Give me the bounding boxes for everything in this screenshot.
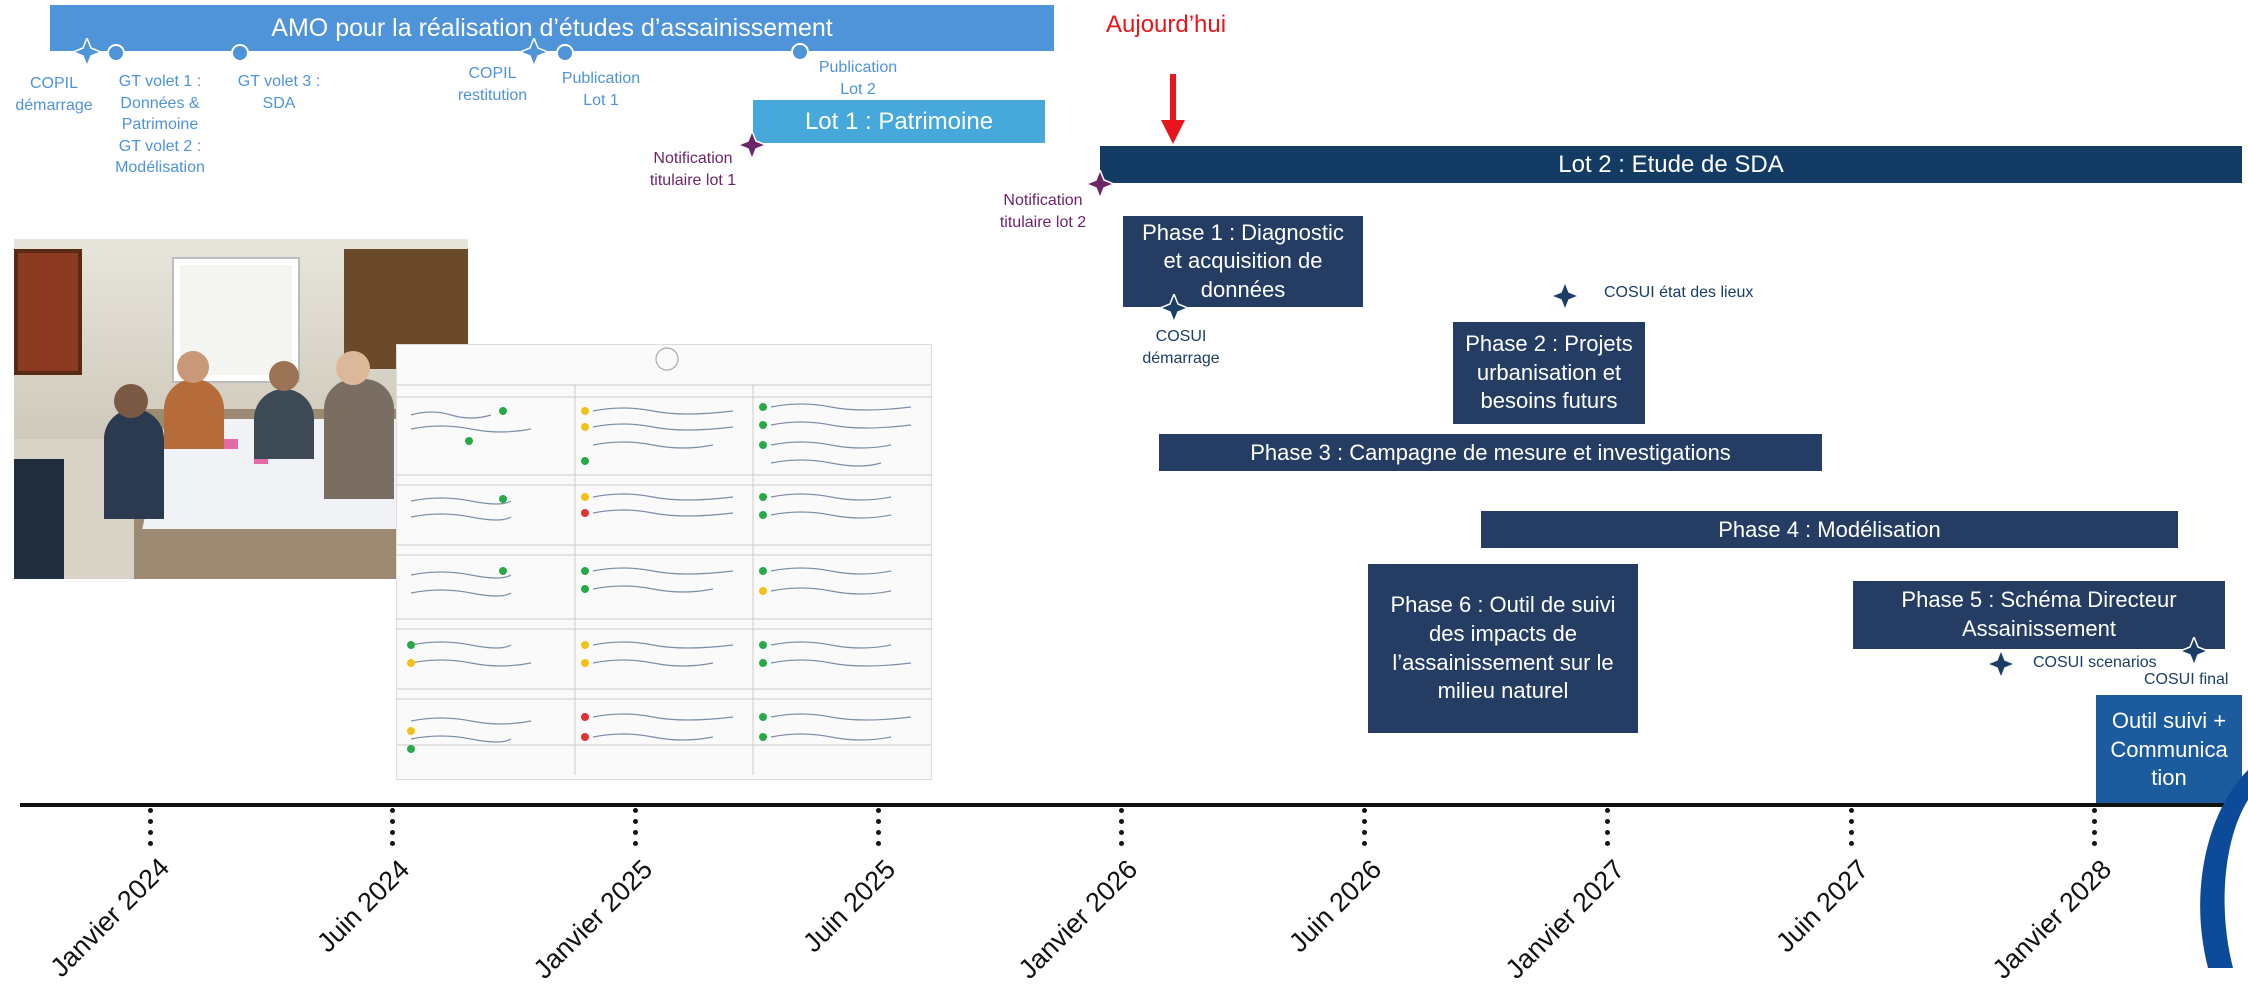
cosui-scenarios-star-icon (1987, 650, 2015, 678)
phase1-box: Phase 1 : Diagnostic et acquisition de d… (1123, 216, 1363, 307)
phase2-box: Phase 2 : Projets urbanisation et besoin… (1453, 322, 1645, 424)
cosui-demarrage-star-icon (1160, 294, 1188, 322)
cosui-etat-lieux-star-icon (1551, 282, 1579, 310)
phase5-label: Phase 5 : Schéma Directeur Assainissemen… (1901, 587, 2177, 641)
cosui-demarrage-label: COSUI démarrage (1142, 328, 1220, 367)
copil-demarrage-label: COPIL démarrage (15, 75, 93, 114)
tick-janvier-2028 (2092, 808, 2101, 846)
gt-volet1-circle-icon (107, 44, 125, 62)
month-label: Janvier 2028 (1986, 854, 2118, 985)
cosui-final-label: COSUI final (2144, 671, 2229, 688)
tick-janvier-2024 (148, 808, 157, 846)
cosui-etat-lieux-label: COSUI état des lieux (1604, 284, 1754, 301)
notification-lot2-label: Notification titulaire lot 2 (999, 192, 1087, 231)
phase4-box: Phase 4 : Modélisation (1481, 511, 2178, 548)
tick-juin-2024 (390, 808, 399, 846)
phase6-label: Phase 6 : Outil de suivi des impacts de … (1390, 592, 1616, 704)
month-label: Janvier 2025 (527, 854, 659, 985)
lot2-bar-label: Lot 2 : Etude de SDA (1558, 150, 1784, 178)
amo-bar: AMO pour la réalisation d’études d’assai… (50, 5, 1054, 51)
publication-lot1-label: Publication Lot 1 (561, 70, 641, 109)
phase2-label: Phase 2 : Projets urbanisation et besoin… (1465, 331, 1633, 414)
month-label: Juin 2025 (797, 854, 902, 959)
gt-volet3-label: GT volet 3 : SDA (237, 73, 321, 112)
outil-label: Outil suivi + Communica tion (2110, 708, 2228, 791)
tick-janvier-2025 (633, 808, 642, 846)
publication-lot2-circle-icon (791, 43, 809, 61)
month-label: Janvier 2026 (1012, 854, 1144, 985)
meeting-photo (14, 239, 468, 579)
phase1-label: Phase 1 : Diagnostic et acquisition de d… (1142, 219, 1344, 302)
outil-box: Outil suivi + Communica tion (2096, 695, 2242, 805)
publication-lot1-circle-icon (556, 44, 574, 62)
phase4-label: Phase 4 : Modélisation (1718, 516, 1941, 542)
lot2-bar: Lot 2 : Etude de SDA (1100, 146, 2242, 183)
cosui-final-star-icon (2180, 637, 2208, 665)
tick-janvier-2027 (1605, 808, 1614, 846)
today-arrow-icon (1161, 74, 1185, 144)
tick-janvier-2026 (1119, 808, 1128, 846)
month-label: Juin 2024 (311, 854, 416, 959)
month-label: Janvier 2024 (44, 852, 176, 983)
notification-lot1-label: Notification titulaire lot 1 (649, 150, 737, 189)
phase6-box: Phase 6 : Outil de suivi des impacts de … (1368, 564, 1638, 733)
today-label: Aujourd’hui (1106, 11, 1227, 38)
scanned-document (396, 344, 932, 780)
month-label: Juin 2026 (1283, 854, 1388, 959)
tick-juin-2026 (1362, 808, 1371, 846)
month-label: Janvier 2027 (1499, 854, 1631, 985)
copil-restitution-label: COPIL restitution (457, 65, 528, 104)
tick-juin-2025 (876, 808, 885, 846)
tick-juin-2027 (1849, 808, 1858, 846)
publication-lot2-label: Publication Lot 2 (818, 59, 898, 98)
phase3-box: Phase 3 : Campagne de mesure et investig… (1159, 434, 1822, 471)
phase3-label: Phase 3 : Campagne de mesure et investig… (1250, 439, 1731, 465)
notification-lot2-star-icon (1086, 170, 1114, 198)
lot1-bar-label: Lot 1 : Patrimoine (804, 107, 994, 135)
phase5-box: Phase 5 : Schéma Directeur Assainissemen… (1853, 581, 2225, 649)
logo-swoosh-icon (2200, 770, 2248, 968)
gt-volet1-label: GT volet 1 : Données & Patrimoine GT vol… (115, 73, 205, 177)
copil-restitution-star-icon (520, 38, 548, 66)
lot1-bar: Lot 1 : Patrimoine (753, 100, 1045, 143)
month-label: Juin 2027 (1770, 854, 1875, 959)
copil-demarrage-star-icon (73, 38, 101, 66)
cosui-scenarios-label: COSUI scenarios (2033, 654, 2157, 671)
notification-lot1-star-icon (738, 131, 766, 159)
timeline-axis (20, 803, 2248, 807)
amo-title: AMO pour la réalisation d’études d’assai… (271, 13, 833, 42)
gt-volet3-circle-icon (231, 44, 249, 62)
